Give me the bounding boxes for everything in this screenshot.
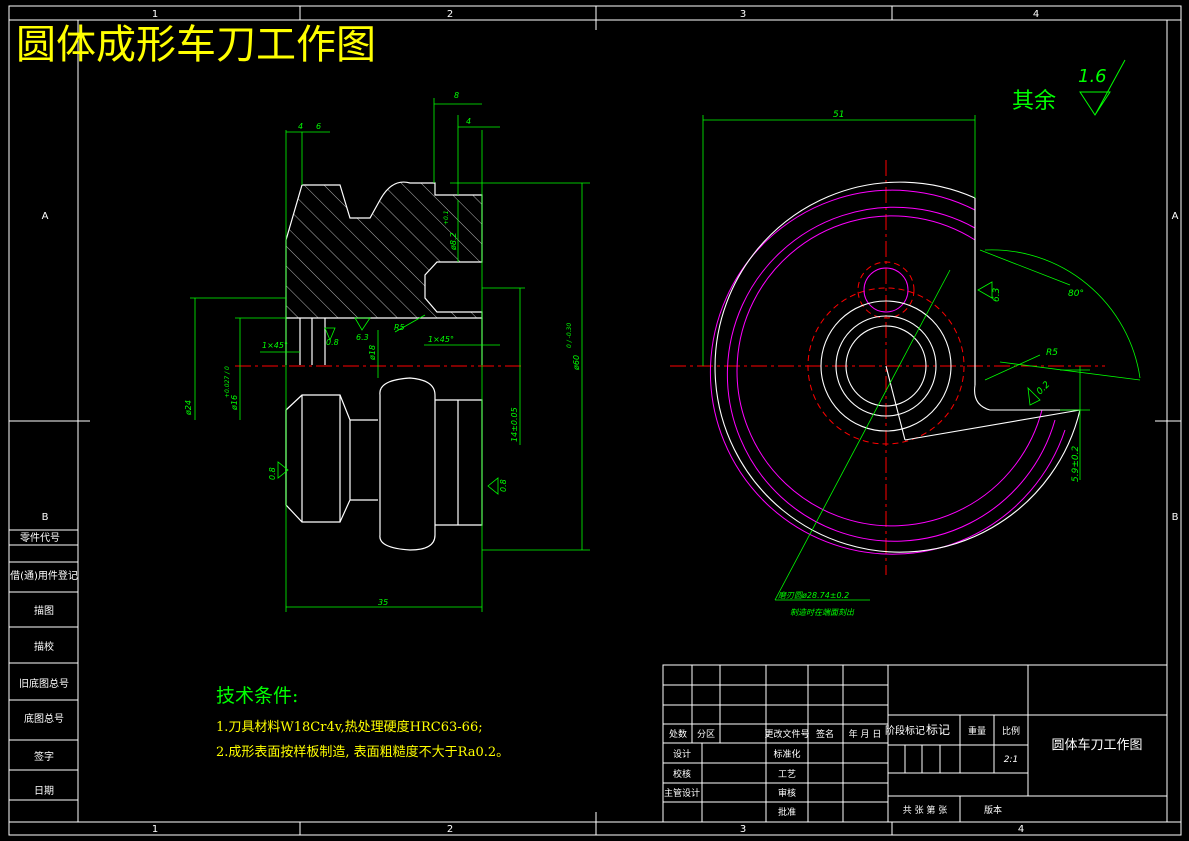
zone-col-1-bottom: 1 [152, 824, 158, 835]
side-label-base-no: 底图总号 [24, 712, 64, 725]
side-label-trace-check: 描校 [34, 640, 54, 653]
tb-review: 审核 [778, 787, 796, 799]
title-block-labels: 处数 分区 更改文件号 签名 年 月 日 设计 标准化 校核 工艺 主管设计 审… [664, 723, 1143, 818]
tb-change-doc: 更改文件号 [764, 728, 809, 740]
dim-4-right: 4 [466, 117, 471, 126]
tb-date: 年 月 日 [849, 728, 882, 740]
roughness-note-value: 1.6 [1078, 66, 1107, 87]
dim-r5-right: R5 [1046, 348, 1058, 358]
dim-angle-80: 80° [1068, 289, 1084, 299]
tb-mark: 标记 [926, 723, 950, 737]
tb-count: 处数 [669, 728, 687, 740]
tb-weight: 重量 [968, 725, 986, 737]
dim-dia-16: ø16 [230, 395, 239, 411]
roughness-0-8-b: 0.8 [268, 467, 277, 480]
dim-5-9: 5.9±0.2 [1071, 446, 1081, 482]
dim-dia-60: ø60 [572, 355, 581, 371]
side-label-tracing: 描图 [34, 604, 54, 617]
tb-chief-design: 主管设计 [664, 787, 700, 799]
roughness-note: 其余 1.6 [1012, 59, 1126, 116]
roughness-6-3-right: 6.3 [992, 287, 1002, 302]
section-hatch [285, 181, 483, 319]
left-section-view: 8 4 4 6 35 1×45° 1×45° R5 0.8 6.3 ø24 ø1… [184, 91, 590, 612]
drawing-title: 圆体成形车刀工作图 [16, 22, 376, 68]
roughness-note-label: 其余 [1012, 89, 1056, 114]
zone-col-2-top: 2 [447, 9, 453, 20]
left-view-dims: 8 4 4 6 35 1×45° 1×45° R5 0.8 6.3 ø24 ø1… [184, 91, 581, 607]
zone-labels: 1 2 3 4 1 2 3 4 A B A B [42, 9, 1179, 835]
tb-scale-value: 2:1 [1004, 755, 1018, 765]
side-label-old-base-no: 旧底图总号 [19, 677, 69, 690]
dim-6: 6 [316, 122, 321, 131]
zone-row-a-left: A [42, 211, 49, 222]
zone-row-b-left: B [42, 512, 49, 523]
roughness-symbol-icon [1079, 59, 1126, 116]
zone-col-3-bottom: 3 [740, 824, 746, 835]
sheet-frame [8, 5, 1182, 836]
tb-stage: 阶段标记 [885, 724, 925, 737]
side-table [9, 529, 78, 801]
side-label-signature: 签字 [34, 750, 54, 763]
side-table-labels: 零件代号 借(通)用件登记 描图 描校 旧底图总号 底图总号 签字 日期 [10, 532, 78, 797]
note-grinding-circle: 磨刃圆ø28.74±0.2 [778, 591, 849, 600]
tb-zone: 分区 [697, 729, 715, 740]
dim-35: 35 [378, 598, 388, 607]
dim-dia-60-tol: 0 / -0.30 [566, 323, 573, 348]
title-block [662, 664, 1168, 823]
dim-4-left: 4 [298, 122, 303, 131]
roughness-6-3-left: 6.3 [356, 333, 369, 342]
tb-sheet-info: 共 张 第 张 [903, 804, 948, 816]
tb-design: 设计 [673, 748, 691, 760]
dim-dia-8: ø8.2 [449, 232, 458, 251]
zone-row-a-right: A [1172, 211, 1179, 222]
tb-check: 校核 [673, 768, 691, 780]
dim-dia-16-tol: +0.027 / 0 [224, 366, 231, 398]
zone-row-b-right: B [1172, 512, 1179, 523]
side-label-part-code: 零件代号 [20, 532, 60, 544]
dim-14: 14±0.05 [510, 407, 519, 442]
dim-chamfer-left: 1×45° [262, 341, 288, 350]
dim-dia-18: ø18 [368, 345, 377, 361]
roughness-0-8-c: 0.8 [499, 479, 508, 492]
note-engrave-end: 制造时在端面刻出 [790, 608, 855, 617]
tb-process: 工艺 [778, 769, 796, 780]
tb-signature: 签名 [816, 728, 834, 740]
side-label-registration: 借(通)用件登记 [10, 569, 78, 582]
tech-line-1: 1.刀具材料W18Cr4v,热处理硬度HRC63-66; [216, 719, 483, 735]
tech-conditions: 技术条件: 1.刀具材料W18Cr4v,热处理硬度HRC63-66; 2.成形表… [216, 685, 509, 760]
side-label-date: 日期 [34, 785, 54, 797]
zone-col-1-top: 1 [152, 9, 158, 20]
zone-col-3-top: 3 [740, 9, 746, 20]
tb-drawing-name: 圆体车刀工作图 [1051, 737, 1142, 753]
tech-line-2: 2.成形表面按样板制造, 表面粗糙度不大于Ra0.2。 [216, 744, 509, 760]
tb-version: 版本 [984, 804, 1002, 816]
dim-r5-left: R5 [394, 323, 405, 332]
zone-col-2-bottom: 2 [447, 824, 453, 835]
tb-scale-label: 比例 [1002, 725, 1020, 737]
roughness-0-8-a: 0.8 [326, 338, 339, 347]
zone-col-4-bottom: 4 [1018, 824, 1024, 835]
tech-heading: 技术条件: [216, 685, 298, 707]
dim-51: 51 [833, 110, 844, 120]
tb-approve: 批准 [778, 806, 796, 818]
dim-dia-24: ø24 [184, 400, 193, 416]
zone-col-4-top: 4 [1033, 9, 1039, 20]
dim-chamfer-right: 1×45° [428, 335, 454, 344]
dim-dia-8-tol: +0.1 [443, 210, 450, 225]
dim-8: 8 [454, 91, 459, 100]
tb-standardization: 标准化 [773, 748, 800, 760]
right-end-view: 51 80° R5 6.3 0.2 5.9±0.2 磨刃圆ø28.74±0.2 … [670, 110, 1141, 617]
